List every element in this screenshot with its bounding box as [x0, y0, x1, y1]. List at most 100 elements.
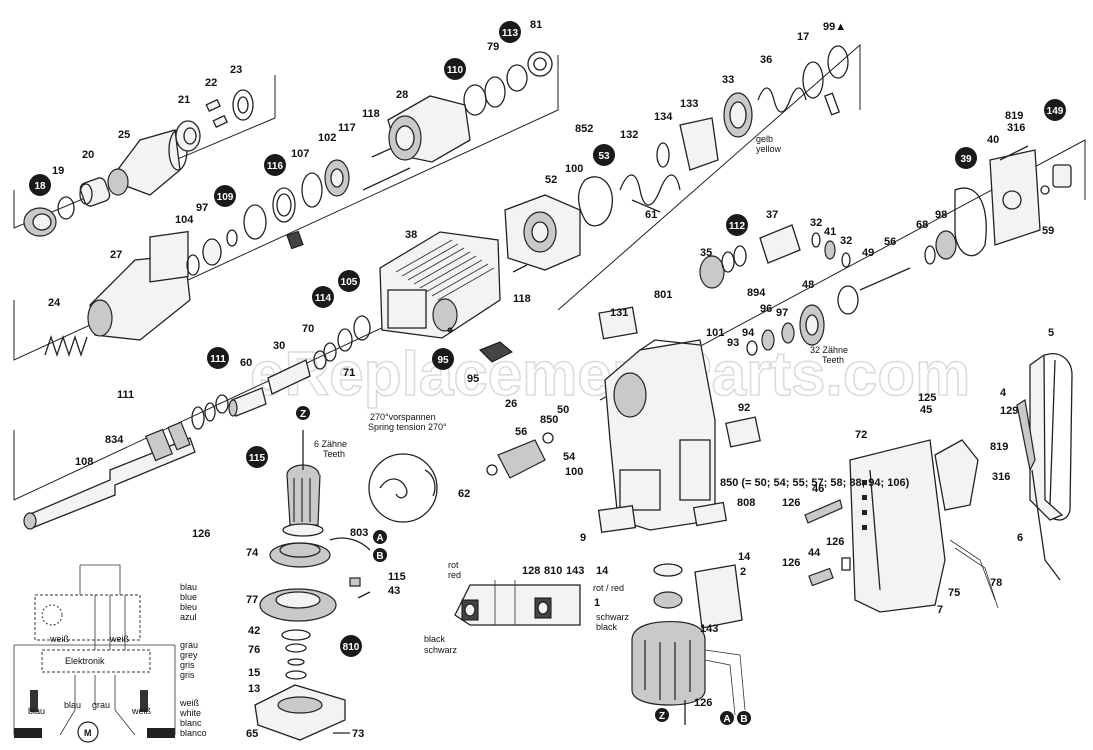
svg-text:118: 118 — [513, 293, 531, 305]
svg-text:grau: grau — [92, 700, 110, 710]
svg-text:115: 115 — [249, 453, 266, 464]
svg-text:101: 101 — [706, 327, 724, 339]
svg-text:rot: rot — [448, 560, 459, 570]
svg-text:9: 9 — [580, 532, 586, 544]
callout-110 — [444, 58, 466, 80]
svg-text:gris: gris — [180, 670, 195, 680]
svg-text:30: 30 — [273, 340, 285, 352]
svg-text:26: 26 — [505, 398, 517, 410]
svg-text:weiß: weiß — [109, 634, 130, 644]
svg-text:7: 7 — [937, 604, 943, 616]
svg-text:black: black — [596, 622, 618, 632]
svg-text:100: 100 — [565, 466, 583, 478]
svg-text:143: 143 — [566, 565, 584, 577]
svg-text:116: 116 — [267, 161, 284, 172]
svg-text:81: 81 — [530, 19, 542, 31]
svg-text:113: 113 — [502, 28, 519, 39]
svg-text:Elektronik: Elektronik — [65, 656, 105, 666]
svg-text:38: 38 — [405, 229, 417, 241]
svg-text:32: 32 — [840, 235, 852, 247]
svg-text:13: 13 — [248, 683, 260, 695]
callout-810 — [340, 635, 362, 657]
svg-text:A: A — [723, 714, 730, 725]
svg-text:99▲: 99▲ — [823, 21, 846, 33]
svg-text:126: 126 — [782, 497, 800, 509]
svg-text:70: 70 — [302, 323, 314, 335]
svg-text:25: 25 — [118, 129, 130, 141]
row3-parts — [23, 231, 513, 530]
svg-text:810: 810 — [544, 565, 562, 577]
svg-text:59: 59 — [1042, 225, 1054, 237]
svg-text:126: 126 — [826, 536, 844, 548]
motor-group — [254, 430, 746, 741]
svg-text:28: 28 — [396, 89, 408, 101]
svg-text:M: M — [84, 728, 92, 738]
svg-text:114: 114 — [315, 293, 332, 304]
row1-parts — [23, 89, 254, 237]
svg-text:Z: Z — [659, 711, 665, 722]
svg-text:71: 71 — [343, 367, 355, 379]
svg-text:blanco: blanco — [180, 728, 207, 738]
svg-text:107: 107 — [291, 148, 309, 160]
svg-text:gelb: gelb — [756, 134, 773, 144]
svg-text:schwarz: schwarz — [424, 645, 458, 655]
svg-text:rot / red: rot / red — [593, 583, 624, 593]
svg-text:852: 852 — [575, 123, 593, 135]
callout-95 — [432, 348, 454, 370]
svg-text:48: 48 — [802, 279, 814, 291]
svg-text:24: 24 — [48, 297, 61, 309]
svg-text:894: 894 — [747, 287, 766, 299]
svg-text:32 Zähne: 32 Zähne — [810, 345, 848, 355]
callout-149 — [1044, 99, 1066, 121]
callout-116 — [264, 154, 286, 176]
panel-frames — [13, 43, 1086, 501]
svg-text:803: 803 — [350, 527, 368, 539]
svg-text:129: 129 — [1000, 405, 1018, 417]
svg-text:65: 65 — [246, 728, 258, 740]
svg-text:102: 102 — [318, 132, 336, 144]
right-gear-parts — [699, 145, 1072, 356]
svg-text:Spring tension 270°: Spring tension 270° — [368, 422, 447, 432]
svg-text:53: 53 — [598, 151, 610, 162]
callout-111 — [207, 347, 229, 369]
svg-text:133: 133 — [680, 98, 698, 110]
svg-text:96: 96 — [760, 303, 772, 315]
svg-text:109: 109 — [217, 192, 234, 203]
svg-text:850: 850 — [540, 414, 558, 426]
svg-text:41: 41 — [824, 226, 836, 238]
svg-text:104: 104 — [175, 214, 194, 226]
svg-text:118: 118 — [362, 108, 380, 120]
svg-text:grey: grey — [180, 650, 198, 660]
svg-text:14: 14 — [738, 551, 751, 563]
svg-text:Teeth: Teeth — [323, 449, 345, 459]
svg-text:blau: blau — [64, 700, 81, 710]
svg-text:74: 74 — [246, 547, 259, 559]
gear-housing-body — [486, 306, 761, 533]
svg-text:126: 126 — [192, 528, 210, 540]
svg-text:weiß: weiß — [131, 706, 152, 716]
svg-text:20: 20 — [82, 149, 94, 161]
svg-text:schwarz: schwarz — [596, 612, 630, 622]
svg-text:850 (= 50; 54; 55; 57; 58; 88;: 850 (= 50; 54; 55; 57; 58; 88; 94; 106) — [720, 477, 910, 489]
svg-text:128: 128 — [522, 565, 540, 577]
svg-text:97: 97 — [196, 202, 208, 214]
svg-text:808: 808 — [737, 497, 755, 509]
svg-text:15: 15 — [248, 667, 260, 679]
svg-text:azul: azul — [180, 612, 197, 622]
svg-text:819: 819 — [1005, 110, 1023, 122]
svg-text:14: 14 — [596, 565, 609, 577]
svg-text:117: 117 — [338, 122, 356, 134]
svg-text:68: 68 — [916, 219, 928, 231]
svg-text:4: 4 — [1000, 387, 1007, 399]
callout-109 — [214, 185, 236, 207]
svg-text:52: 52 — [545, 174, 557, 186]
callout-53 — [593, 144, 615, 166]
svg-text:316: 316 — [992, 471, 1010, 483]
svg-text:143: 143 — [700, 623, 718, 635]
svg-text:black: black — [424, 634, 446, 644]
svg-text:Z: Z — [300, 409, 306, 420]
svg-text:111: 111 — [117, 389, 134, 401]
svg-text:111: 111 — [210, 354, 226, 365]
